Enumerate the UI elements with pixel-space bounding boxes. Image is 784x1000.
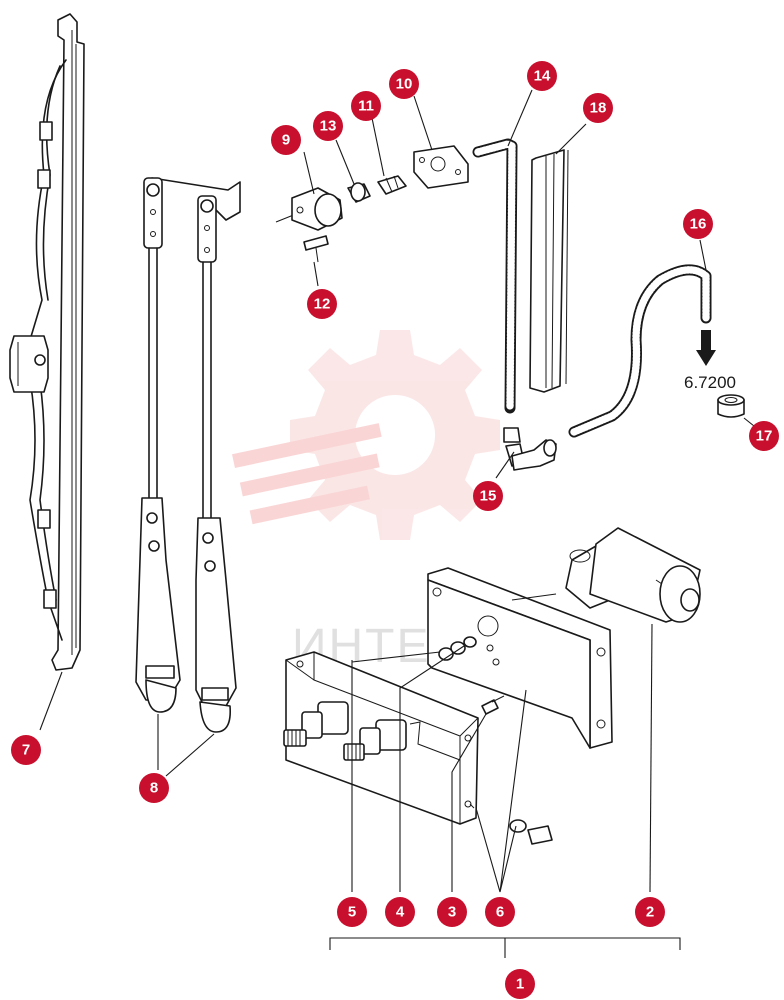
washer-nozzle-parts	[275, 145, 469, 263]
callout-16: 16	[683, 209, 713, 239]
svg-text:9: 9	[282, 132, 290, 149]
svg-text:12: 12	[314, 296, 331, 313]
svg-text:2: 2	[646, 904, 654, 921]
svg-text:10: 10	[396, 76, 413, 93]
callout-6: 6	[485, 897, 515, 927]
svg-text:15: 15	[480, 488, 497, 505]
svg-text:13: 13	[320, 118, 337, 135]
svg-text:14: 14	[534, 68, 551, 85]
wiper-motor	[565, 527, 701, 623]
hose-connector	[511, 439, 557, 471]
svg-text:11: 11	[358, 98, 374, 115]
svg-text:8: 8	[150, 780, 158, 797]
leader-lines	[39, 89, 755, 958]
callout-17: 17	[749, 421, 779, 451]
fasteners	[438, 636, 553, 845]
callout-18: 18	[583, 93, 613, 123]
watermark-gear-logo	[232, 330, 500, 540]
svg-text:1: 1	[516, 976, 524, 993]
grommet	[717, 394, 745, 418]
svg-text:16: 16	[690, 216, 707, 233]
reference-number: 6.7200	[684, 373, 736, 392]
svg-text:17: 17	[756, 428, 773, 445]
callout-3: 3	[437, 897, 467, 927]
svg-text:18: 18	[590, 100, 607, 117]
callout-10: 10	[389, 69, 419, 99]
callout-8: 8	[139, 773, 169, 803]
mounting-bracket	[427, 567, 613, 749]
svg-text:6: 6	[496, 904, 504, 921]
callout-12: 12	[307, 289, 337, 319]
callout-7: 7	[11, 735, 41, 765]
callout-14: 14	[527, 61, 557, 91]
washer-hose	[568, 264, 712, 438]
svg-text:4: 4	[396, 904, 405, 921]
wiper-arms	[135, 177, 241, 733]
callout-4: 4	[385, 897, 415, 927]
wiper-blade	[9, 13, 85, 671]
svg-text:7: 7	[22, 742, 30, 759]
svg-text:5: 5	[348, 904, 356, 921]
callout-2: 2	[635, 897, 665, 927]
svg-text:3: 3	[448, 904, 456, 921]
callout-13: 13	[313, 111, 343, 141]
rubber-strip	[529, 149, 569, 393]
callout-11: 11	[351, 91, 381, 121]
callout-1: 1	[505, 969, 535, 999]
gearbox	[283, 651, 479, 825]
callout-15: 15	[473, 481, 503, 511]
callout-9: 9	[271, 125, 301, 155]
reference-arrow	[696, 330, 716, 366]
callout-5: 5	[337, 897, 367, 927]
